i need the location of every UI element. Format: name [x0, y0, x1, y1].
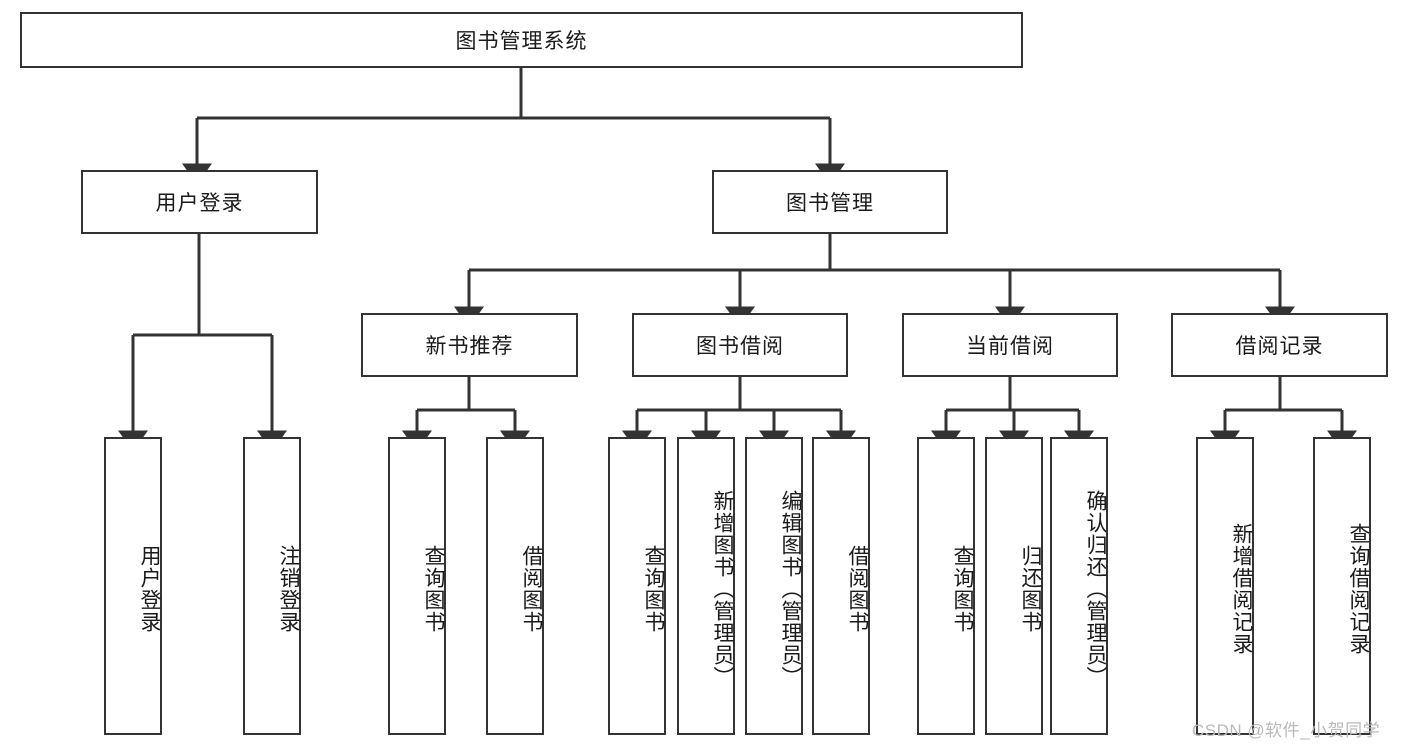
node-leaf-borrow-book-recommend[interactable]: 借阅图书	[486, 437, 544, 735]
node-label: 借阅图书	[520, 545, 543, 633]
node-leaf-query-book-recommend[interactable]: 查询图书	[388, 437, 446, 735]
node-current-borrow[interactable]: 当前借阅	[902, 313, 1118, 377]
node-book-management-system[interactable]: 图书管理系统	[20, 12, 1023, 68]
node-leaf-query-borrow-record[interactable]: 查询借阅记录	[1313, 437, 1371, 735]
node-label: 用户登录	[138, 545, 161, 633]
node-book-management[interactable]: 图书管理	[712, 170, 948, 234]
node-leaf-add-book-admin[interactable]: 新增图书（管理员）	[677, 437, 735, 735]
node-label: 新增图书（管理员）	[711, 490, 734, 688]
node-book-borrow[interactable]: 图书借阅	[632, 313, 848, 377]
node-label: 查询图书	[422, 545, 445, 633]
node-leaf-add-borrow-record[interactable]: 新增借阅记录	[1196, 437, 1254, 735]
node-leaf-return-book[interactable]: 归还图书	[985, 437, 1043, 735]
node-leaf-confirm-return-admin[interactable]: 确认归还（管理员）	[1050, 437, 1108, 735]
node-label: 查询借阅记录	[1347, 523, 1370, 655]
node-leaf-query-book-current[interactable]: 查询图书	[917, 437, 975, 735]
node-label: 借阅记录	[1235, 335, 1324, 358]
node-label: 新增借阅记录	[1230, 523, 1253, 655]
node-label: 查询图书	[642, 545, 665, 633]
node-borrow-record[interactable]: 借阅记录	[1171, 313, 1388, 377]
node-leaf-query-book-borrow[interactable]: 查询图书	[608, 437, 666, 735]
node-label: 确认归还（管理员）	[1084, 490, 1107, 688]
node-label: 归还图书	[1019, 545, 1042, 633]
node-label: 注销登录	[277, 545, 300, 633]
node-leaf-edit-book-admin[interactable]: 编辑图书（管理员）	[745, 437, 803, 735]
node-user-login[interactable]: 用户登录	[81, 170, 318, 234]
node-label: 新书推荐	[425, 335, 514, 358]
node-label: 图书管理	[786, 192, 874, 215]
node-label: 当前借阅	[966, 335, 1054, 358]
node-label: 图书借阅	[696, 335, 784, 358]
node-new-book-recommend[interactable]: 新书推荐	[361, 313, 578, 377]
node-label: 编辑图书（管理员）	[779, 490, 802, 688]
node-label: 用户登录	[155, 192, 244, 215]
node-leaf-borrow-book[interactable]: 借阅图书	[812, 437, 870, 735]
node-label: 借阅图书	[846, 545, 869, 633]
node-leaf-user-login[interactable]: 用户登录	[104, 437, 162, 735]
node-leaf-logout-login[interactable]: 注销登录	[243, 437, 301, 735]
node-label: 查询图书	[951, 545, 974, 633]
csdn-watermark: CSDN @软件_小贺同学	[1192, 721, 1381, 740]
node-label: 图书管理系统	[455, 30, 588, 53]
